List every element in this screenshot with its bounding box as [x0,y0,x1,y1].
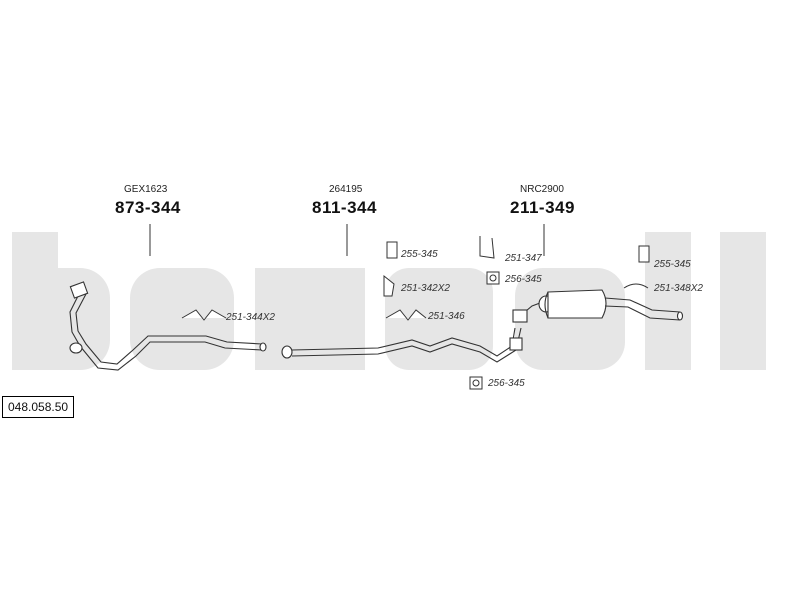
clamp-251-346 [385,309,427,321]
part-label: 251-347 [505,253,542,264]
part-label: 256-345 [488,378,525,389]
diagram-number: 048.058.50 [2,396,75,418]
ref-label: 264195 [329,184,363,195]
front-pipe [69,281,267,371]
clamp-251-344 [181,309,227,321]
clamp-251-348 [623,283,649,289]
bracket-255-345-b [638,245,650,263]
part-label: 256-345 [505,274,542,285]
middle-pipe [281,327,523,363]
part-number: 211-349 [510,198,575,217]
bracket-255-345-a [386,241,398,259]
part-label: 255-345 [401,249,438,260]
part-label: 251-342X2 [401,283,450,294]
part-label: 251-346 [428,311,465,322]
gasket-256-345-b [469,376,483,390]
hanger-251-347 [479,236,495,259]
part-number: 811-344 [312,198,377,217]
rear-silencer [512,289,684,323]
gasket-256-345-a [486,271,500,285]
clamp-251-342 [383,274,395,297]
part-number: 873-344 [115,198,181,217]
part-label: 251-344X2 [226,312,275,323]
ref-label: NRC2900 [520,184,564,195]
ref-label: GEX1623 [124,184,168,195]
part-label: 251-348X2 [654,283,703,294]
part-label: 255-345 [654,259,691,270]
